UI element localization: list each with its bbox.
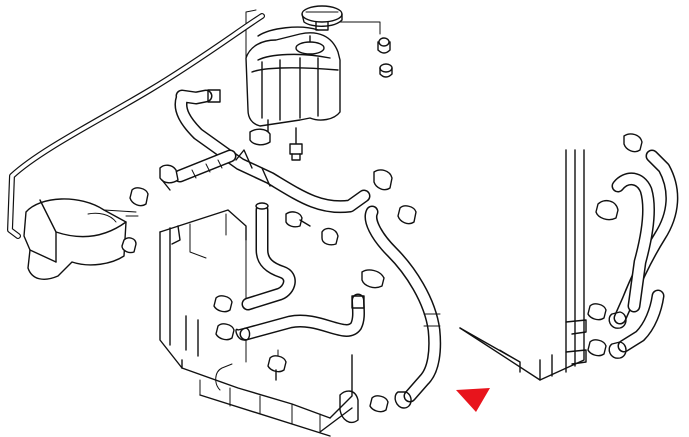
tank-bracket-line: [245, 9, 381, 59]
clamp-icon: [587, 339, 607, 357]
clamp-icon: [285, 211, 311, 228]
red-pointer-arrow-icon: [456, 388, 490, 412]
right-radiator: [459, 149, 587, 381]
clamp-icon: [249, 128, 271, 146]
middle-down-hose: [241, 202, 296, 311]
bleed-valve-icon: [289, 127, 303, 161]
clamp-icon: [369, 395, 389, 413]
clamp-icon: [121, 237, 137, 254]
clamp-icon: [373, 169, 393, 191]
upper-bypass-hose: [174, 89, 371, 214]
expansion-tank: [245, 26, 341, 137]
right-upper-hose: [608, 149, 679, 329]
clamp-icon: [623, 133, 643, 153]
clamp-icon: [215, 323, 235, 341]
clamp-icon: [213, 295, 233, 313]
reservoir-tank: [23, 198, 139, 280]
right-s-hose: [364, 205, 442, 409]
clamp-icon: [361, 269, 385, 289]
hose-clamps: [121, 37, 643, 413]
clamp-icon: [267, 355, 287, 381]
clamp-icon: [321, 227, 339, 246]
clamp-icon: [377, 37, 391, 54]
clamp-icon: [595, 199, 619, 221]
clamp-icon: [379, 63, 393, 78]
clamp-icon: [587, 303, 607, 321]
overflow-tube: [7, 13, 265, 239]
lower-radiator-hose: [235, 293, 365, 341]
tank-feed-hose: [173, 149, 237, 183]
right-lower-hose: [608, 289, 665, 359]
clamp-icon: [397, 205, 417, 225]
clamp-icon: [159, 164, 179, 191]
radiator-cap: [301, 5, 343, 31]
clamp-icon: [129, 187, 149, 207]
